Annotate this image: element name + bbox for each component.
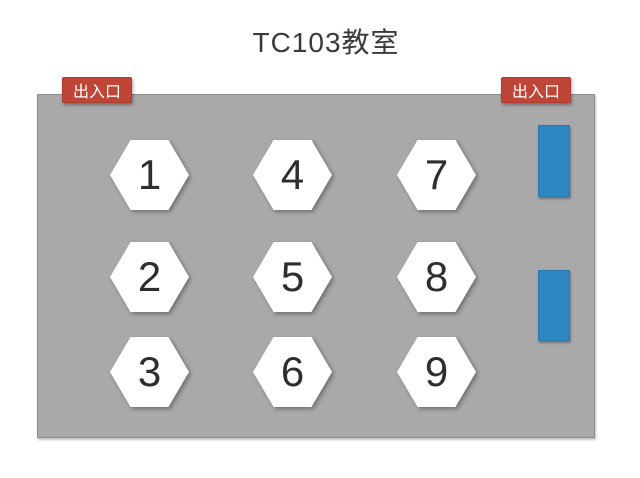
seat-number: 9 xyxy=(424,348,449,395)
seat-hexagon-2: 2 xyxy=(110,242,189,312)
seat-number: 2 xyxy=(137,253,162,300)
hexagon-shape: 7 xyxy=(397,140,476,210)
hexagon-shape: 6 xyxy=(253,337,332,407)
seat-number: 4 xyxy=(280,151,305,198)
hexagon-shape: 4 xyxy=(253,140,332,210)
seat-hexagon-5: 5 xyxy=(253,242,332,312)
hexagon-shape: 9 xyxy=(397,337,476,407)
seat-number: 6 xyxy=(280,348,305,395)
seat-hexagon-1: 1 xyxy=(110,140,189,210)
seat-number: 1 xyxy=(137,151,162,198)
hexagon-shape: 5 xyxy=(253,242,332,312)
entrance-label-left: 出入口 xyxy=(62,77,132,103)
hexagon-shape: 8 xyxy=(397,242,476,312)
seat-hexagon-8: 8 xyxy=(397,242,476,312)
seat-hexagon-3: 3 xyxy=(110,337,189,407)
seat-number: 7 xyxy=(424,151,449,198)
blue-panel-top xyxy=(538,125,570,197)
page-title: TC103教室 xyxy=(252,27,400,58)
seat-number: 3 xyxy=(137,348,162,395)
hexagon-shape: 3 xyxy=(110,337,189,407)
hexagon-shape: 2 xyxy=(110,242,189,312)
seat-number: 5 xyxy=(280,253,305,300)
seat-hexagon-4: 4 xyxy=(253,140,332,210)
hexagon-shape: 1 xyxy=(110,140,189,210)
seat-hexagon-9: 9 xyxy=(397,337,476,407)
entrance-label-right: 出入口 xyxy=(501,77,571,103)
seat-number: 8 xyxy=(424,253,449,300)
seat-hexagon-7: 7 xyxy=(397,140,476,210)
blue-panel-bottom xyxy=(538,270,570,341)
seat-hexagon-6: 6 xyxy=(253,337,332,407)
